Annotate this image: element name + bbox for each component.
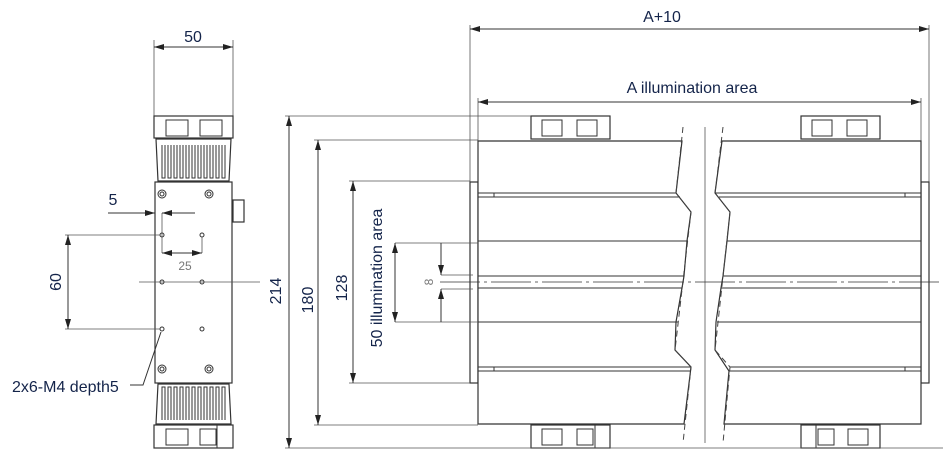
break-line <box>674 126 692 444</box>
illumination-height-label: 50 illumination area <box>369 209 386 348</box>
heatsink-fin <box>203 386 208 420</box>
heatsink-fin <box>215 386 220 420</box>
heatsink-fin <box>215 145 220 179</box>
top-connector <box>153 115 234 139</box>
heatsink-fin <box>191 145 196 179</box>
heatsink-fin <box>167 386 172 420</box>
side-connector <box>232 199 245 223</box>
bottom-connector-left <box>530 424 611 449</box>
break-line <box>714 126 731 444</box>
right-end-cap <box>920 181 930 384</box>
front-view: 50 <box>12 29 260 449</box>
side-view: A+10 A illumination area <box>268 9 943 449</box>
heatsink-fin <box>173 145 178 179</box>
heatsink-fin <box>197 145 202 179</box>
height-128-label: 128 <box>334 275 351 302</box>
vertical-spacing-label: 60 <box>48 273 65 291</box>
height-214-label: 214 <box>268 278 285 305</box>
heatsink-fin <box>167 145 172 179</box>
heatsink-fin <box>179 386 184 420</box>
top-heatsink <box>155 138 232 182</box>
heatsink-fin <box>221 386 226 420</box>
slit-label: 8 <box>422 278 436 285</box>
heatsink-fin <box>179 145 184 179</box>
hole-note-leader <box>130 331 162 386</box>
top-connector-left <box>530 115 611 140</box>
heatsink-fin <box>203 145 208 179</box>
illumination-length-label: A illumination area <box>627 80 758 97</box>
hole-note-label: 2x6-M4 depth5 <box>12 379 119 396</box>
mounting-plate <box>154 181 233 384</box>
heatsink-fin <box>209 386 214 420</box>
heatsink-fin <box>191 386 196 420</box>
hole-spacing-label: 25 <box>178 259 192 273</box>
light-body-right <box>714 140 922 425</box>
heatsink-fin <box>173 386 178 420</box>
light-body-left <box>477 140 692 425</box>
height-180-label: 180 <box>300 287 317 314</box>
bottom-heatsink <box>155 383 232 425</box>
heatsink-fin <box>185 145 190 179</box>
heatsink-fin <box>197 386 202 420</box>
screw-holes <box>157 189 214 374</box>
bottom-connector <box>153 424 234 449</box>
bottom-connector-right <box>800 424 881 449</box>
offset-dimension-label: 5 <box>109 192 118 209</box>
heatsink-fin <box>209 145 214 179</box>
heatsink-fin <box>185 386 190 420</box>
top-connector-right <box>800 115 881 140</box>
width-dimension-label: 50 <box>184 29 202 46</box>
heatsink-fin <box>161 386 166 420</box>
left-end-cap <box>469 181 479 384</box>
heatsink-fin <box>221 145 226 179</box>
heatsink-fin <box>161 145 166 179</box>
overall-length-label: A+10 <box>643 9 681 26</box>
